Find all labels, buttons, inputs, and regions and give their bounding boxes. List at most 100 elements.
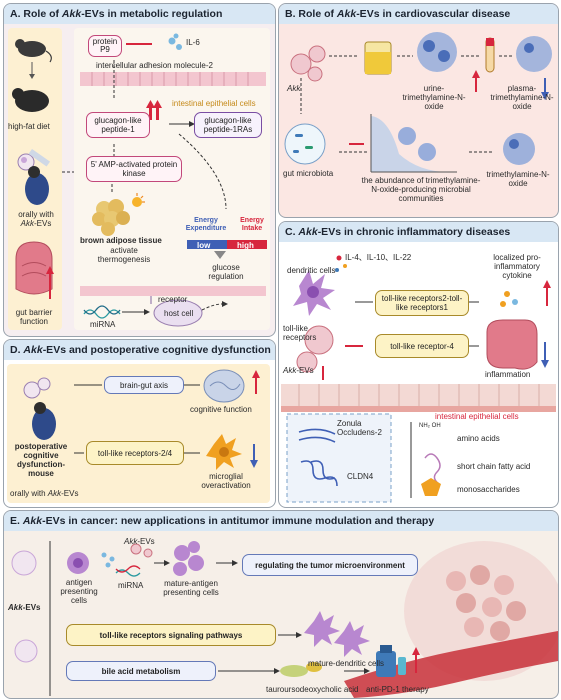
bat-label: brown adipose tissue xyxy=(80,236,162,245)
tlr-label: toll-like receptors xyxy=(283,324,317,342)
zo2-label: Zonula Occludens-2 xyxy=(337,419,382,437)
tight-junction-icon xyxy=(298,428,338,487)
regulating-box: regulating the tumor microenvironment xyxy=(242,554,418,576)
scfa-label: short chain fatty acid xyxy=(457,462,531,471)
glp1-box: glucagon-like peptide-1 xyxy=(86,112,150,138)
protein-p9-box: protein P9 xyxy=(88,35,122,57)
panel-a-graphics xyxy=(12,33,267,327)
panel-b-graphics xyxy=(284,32,552,173)
orally-label-d: orally with Akk-EVs xyxy=(10,489,79,498)
pocd-label: postoperative cognitive dysfunction-mous… xyxy=(14,442,68,478)
panel-a-title: A. Role of Akk-EVs in metabolic regulati… xyxy=(4,4,275,24)
akk-bacteria-icon xyxy=(290,45,326,82)
cytokines-label: IL-4、IL-10、IL-22 xyxy=(345,253,412,262)
panel-b-title: B. Role of Akk-EVs in cardiovascular dis… xyxy=(279,4,558,24)
heat-burst-icon xyxy=(132,193,145,207)
cognitive-label: cognitive function xyxy=(190,405,252,414)
icam-label: intercellular adhesion molecule-2 xyxy=(96,61,213,70)
vesicle-dots-icon xyxy=(101,543,153,568)
panel-e-graphics xyxy=(11,541,558,698)
microglia-icon xyxy=(206,434,242,470)
activate-label: activate thermogenesis xyxy=(97,246,151,264)
glp1ras-box: glucagon-like peptide-1RAs xyxy=(194,112,262,138)
gut-barrier-label: gut barrier function xyxy=(15,308,53,326)
cytokine-dots-icon xyxy=(500,291,518,307)
tudca-blob-icon xyxy=(280,662,322,677)
host-cell-icon xyxy=(153,299,203,327)
brain-icon xyxy=(203,369,245,403)
akk-evs-label-c: Akk-EVs xyxy=(283,366,314,375)
cldn4-label: CLDN4 xyxy=(347,472,374,481)
mature-dc-label: mature-dendritic cells xyxy=(308,659,385,668)
adipose-tissue-icon xyxy=(92,199,130,236)
mirna-label-a: miRNA xyxy=(90,320,116,329)
panel-e: E. Akk-EVs in cancer: new applications i… xyxy=(3,510,559,699)
mouse-surgery-icon xyxy=(23,377,56,440)
syringe-icon xyxy=(17,149,51,171)
inflammation-label: inflammation xyxy=(485,370,531,379)
drug-bottle-icon xyxy=(376,645,406,677)
tlr4-box: toll-like receptor-4 xyxy=(375,334,469,358)
panel-d: D. Akk-EVs and postoperative cognitive d… xyxy=(3,339,276,508)
apc-icon xyxy=(67,552,89,574)
bile-box: bile acid metabolism xyxy=(66,661,216,681)
tmao-crystal-2-icon xyxy=(503,133,535,165)
plasma-tmao-label: plasma-trimethylamine-N-oxide xyxy=(490,84,554,111)
panel-c-graphics xyxy=(281,255,556,503)
test-tube-icon xyxy=(485,37,495,73)
host-cell-label: host cell xyxy=(164,309,194,318)
akk-bubble-icon xyxy=(11,550,38,663)
localized-label: localized pro-inflammatory cytokine xyxy=(493,253,541,280)
tmao-label: trimethylamine-N-oxide xyxy=(486,170,550,188)
iec-label-a: intestinal epithelial cells xyxy=(172,99,256,108)
tudca-label: tauroursodeoxycholic acid xyxy=(266,685,359,694)
panel-c-title: C. Akk-EVs in chronic inflammatory disea… xyxy=(279,222,558,242)
antipd1-label: anti-PD-1 therapy xyxy=(366,685,429,694)
scfa-icon xyxy=(424,453,441,485)
panel-b: B. Role of Akk-EVs in cardiovascular dis… xyxy=(278,3,559,218)
amino-label: amino acids xyxy=(457,434,500,443)
mono-label: monosaccharides xyxy=(457,485,520,494)
colon-icon xyxy=(486,319,538,370)
brain-gut-box: brain-gut axis xyxy=(104,376,184,394)
apc-label: antigen presenting cells xyxy=(60,578,98,605)
mature-apc-label: mature-antigen presenting cells xyxy=(163,579,219,597)
abundance-label: the abundance of trimethylamine-N-oxide-… xyxy=(361,176,481,203)
panel-c: C. Akk-EVs in chronic inflammatory disea… xyxy=(278,221,559,508)
microglial-label: microglial overactivation xyxy=(201,472,251,490)
mirna-helix-e-icon xyxy=(115,565,141,577)
high-fat-diet-label: high-fat diet xyxy=(8,122,50,131)
akk-label-b: Akk xyxy=(287,84,301,93)
microbiota-circle-icon xyxy=(284,123,326,165)
il6-label: IL-6 xyxy=(186,38,200,47)
high-label: high xyxy=(237,241,254,250)
urine-tmao-label: urine-trimethylamine-N-oxide xyxy=(402,84,466,111)
ampk-box: 5' AMP-activated protein kinase xyxy=(86,156,182,182)
dendritic-cell-icon xyxy=(293,270,335,316)
tmao-plasma-icon xyxy=(516,36,552,72)
il6-molecule-icon xyxy=(168,33,182,50)
il-dots-icon xyxy=(335,255,347,272)
tmao-crystal-icon xyxy=(417,32,457,72)
glucose-label: glucose regulation xyxy=(208,263,244,281)
blood-vessel-icon xyxy=(344,631,558,698)
tlr-cell-icon xyxy=(296,325,334,373)
energy-int-label: Energy Intake xyxy=(240,217,264,232)
panel-d-title: D. Akk-EVs and postoperative cognitive d… xyxy=(4,340,275,360)
panel-e-title: E. Akk-EVs in cancer: new applications i… xyxy=(4,511,558,531)
mouse-oral-icon xyxy=(25,166,49,205)
intestine-icon xyxy=(15,241,53,295)
balance-scale-icon xyxy=(187,240,267,259)
dendritic-label: dendritic cells xyxy=(287,266,336,275)
up-arrows-icon xyxy=(146,100,162,120)
tlr21-box: toll-like receptors2-toll-like receptors… xyxy=(375,290,469,316)
mouse-icon xyxy=(15,39,52,63)
low-label: low xyxy=(197,241,211,250)
energy-exp-label: Energy Expenditure xyxy=(185,217,227,232)
dendritic-cells-e-icon xyxy=(304,611,370,657)
monosaccharide-icon xyxy=(421,478,441,496)
gut-microbiota-label: gut microbiota xyxy=(283,169,334,178)
tlr-pathways-box: toll-like receptors signaling pathways xyxy=(66,624,276,646)
mature-apc-icon xyxy=(173,541,204,576)
